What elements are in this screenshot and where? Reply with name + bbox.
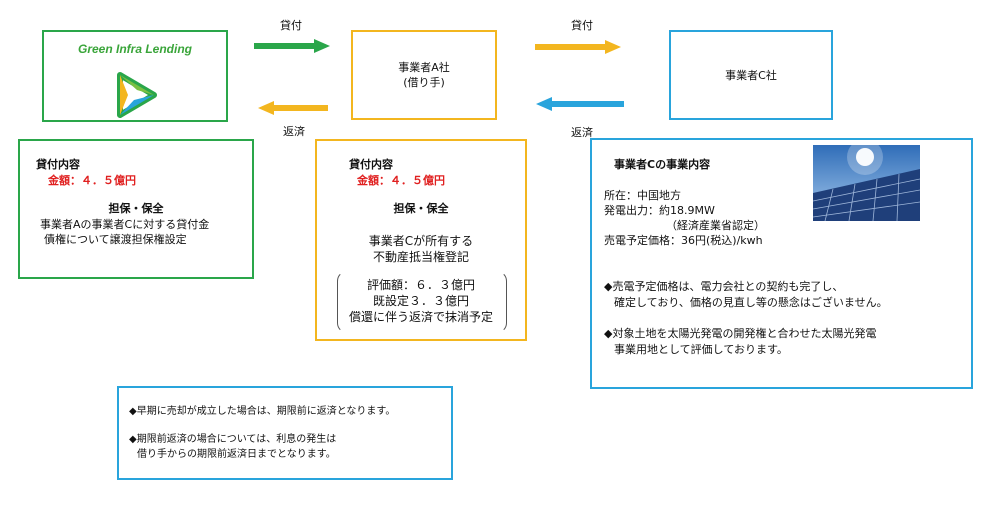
- business-certification: （経済産業省認定）: [666, 219, 765, 232]
- borrower-security-line2: 不動産抵当権登記: [372, 250, 469, 264]
- valuation-line3: 償還に伴う返済で抹消予定: [348, 310, 493, 324]
- notes-panel: ◆早期に売却が成立した場合は、期限前に返済となります。 ◆期限前返済の場合につい…: [117, 386, 453, 480]
- repay-arrow-yellow-left: [258, 101, 328, 115]
- repay-label-1: 返済: [283, 125, 305, 138]
- lender-security-line2: 債権について譲渡担保権設定: [44, 233, 187, 246]
- loan-label-1: 貸付: [280, 19, 302, 32]
- lender-logo-box: Green Infra Lending: [42, 30, 228, 122]
- company-a-name: 事業者A社: [398, 61, 450, 74]
- loan-arrow-green: [254, 39, 330, 53]
- company-a-box: 事業者A社 (借り手): [351, 30, 497, 120]
- repay-arrow-blue-left: [536, 97, 624, 111]
- valuation-line2: 既設定３．３億円: [372, 294, 469, 308]
- note-early-sale: ◆早期に売却が成立した場合は、期限前に返済となります。: [129, 406, 396, 417]
- borrower-security-line1: 事業者Cが所有する: [368, 234, 474, 248]
- note-prepayment-line1: ◆期限前返済の場合については、利息の発生は: [129, 434, 337, 445]
- lender-security-title: 担保・保全: [108, 202, 164, 215]
- lender-security-line1: 事業者Aの事業者Cに対する貸付金: [40, 218, 210, 231]
- business-bullet2-line1: ◆対象土地を太陽光発電の開発権と合わせた太陽光発電: [604, 327, 877, 340]
- business-bullet1-line1: ◆売電予定価格は、電力会社との契約も完了し、: [604, 280, 844, 293]
- loan-arrow-yellow: [535, 40, 621, 54]
- business-panel: 事業者Cの事業内容 所在：中国地方 発電出力：約18.9MW （経済産業省認定）…: [590, 138, 973, 389]
- triangle-play-logo-icon: [117, 72, 157, 118]
- business-output: 発電出力：約18.9MW: [604, 204, 715, 217]
- borrower-loan-amount: 金額：４．５億円: [357, 174, 445, 187]
- note-prepayment-line2: 借り手からの期限前返済日までとなります。: [137, 449, 336, 460]
- borrower-loan-title: 貸付内容: [349, 158, 393, 171]
- business-price: 売電予定価格：36円(税込)/kwh: [604, 234, 763, 247]
- loan-label-2: 貸付: [571, 19, 593, 32]
- lender-loan-title: 貸付内容: [36, 158, 80, 171]
- solar-panel-photo: [813, 145, 920, 221]
- company-c-box: 事業者C社: [669, 30, 833, 120]
- lender-loan-panel: 貸付内容 金額：４．５億円 担保・保全 事業者Aの事業者Cに対する貸付金 債権に…: [18, 139, 254, 279]
- borrower-security-title: 担保・保全: [393, 202, 449, 215]
- company-c-name: 事業者C社: [725, 68, 777, 82]
- valuation-line1: 評価額：６．３億円: [366, 278, 475, 292]
- valuation-bracket: [337, 271, 507, 333]
- borrower-loan-panel: 貸付内容 金額：４．５億円 担保・保全 事業者Cが所有する 不動産抵当権登記 評…: [315, 139, 527, 341]
- repay-label-2: 返済: [571, 126, 593, 139]
- business-bullet1-line2: 確定しており、価格の見直し等の懸念はございません。: [614, 296, 888, 309]
- logo-text: Green Infra Lending: [77, 42, 192, 56]
- lender-loan-amount: 金額：４．５億円: [48, 174, 136, 187]
- business-location: 所在：中国地方: [604, 189, 681, 202]
- business-bullet2-line2: 事業用地として評価しております。: [614, 343, 788, 356]
- company-a-role: (借り手): [403, 76, 445, 89]
- business-title: 事業者Cの事業内容: [614, 158, 711, 171]
